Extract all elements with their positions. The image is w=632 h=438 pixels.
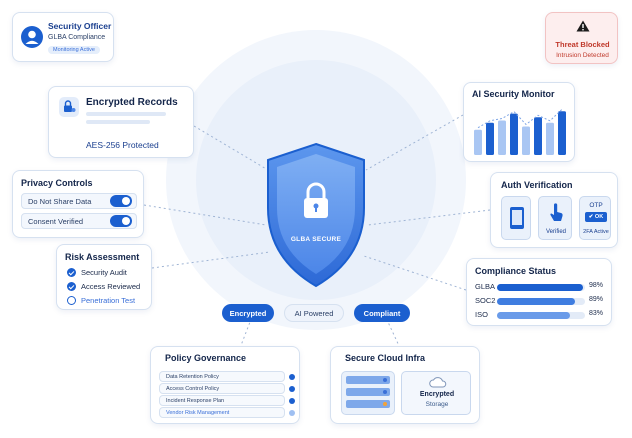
security-officer-card: Security Officer GLBA Compliance Monitor…	[12, 12, 114, 62]
pending-circle-icon	[67, 296, 76, 305]
secure-cloud-infra-card: Secure Cloud Infra Encrypted Storage	[330, 346, 480, 424]
officer-name: Security Officer	[48, 21, 112, 31]
ai-security-monitor-card: AI Security Monitor	[463, 82, 575, 162]
compliance-row-percent: 98%	[589, 282, 604, 289]
twofa-label: 2FA Active	[583, 229, 609, 235]
encrypted-records-title: Encrypted Records	[86, 97, 178, 108]
otp-label: OTP	[589, 202, 603, 209]
do-not-share-toggle[interactable]	[110, 195, 132, 207]
privacy-row: Consent Verified	[21, 213, 137, 229]
server-rack-icon	[346, 376, 390, 408]
policy-row: Access Control Policy	[159, 383, 285, 394]
shield-icon	[267, 142, 365, 288]
threat-title: Threat Blocked	[555, 40, 610, 49]
warning-icon	[576, 20, 590, 32]
server-rack-box	[341, 371, 395, 415]
activity-bar	[498, 120, 506, 155]
compliance-row-name: GLBA	[475, 282, 496, 291]
trend-line	[477, 108, 563, 129]
placeholder-line	[86, 120, 150, 124]
officer-role: GLBA Compliance	[48, 34, 106, 41]
activity-bar	[522, 126, 530, 155]
compliance-row-percent: 89%	[589, 296, 604, 303]
activity-bar	[474, 129, 482, 155]
storage-title: Encrypted	[419, 391, 455, 398]
policy-item-label: Access Control Policy	[166, 385, 220, 392]
cloud-icon	[429, 377, 447, 388]
lock-key-icon	[59, 97, 79, 117]
activity-bar	[534, 117, 542, 155]
policy-title: Policy Governance	[165, 353, 247, 363]
risk-item: Penetration Test	[81, 296, 136, 305]
ai-monitor-title: AI Security Monitor	[472, 89, 555, 99]
encrypted-storage-box: Encrypted Storage	[401, 371, 471, 415]
activity-bar	[510, 113, 518, 155]
privacy-title: Privacy Controls	[21, 178, 93, 188]
shield-label: GLBA SECURE	[290, 236, 342, 243]
ai-powered-pill: AI Powered	[284, 304, 344, 322]
risk-item: Security Audit	[81, 268, 127, 277]
threat-blocked-card: Threat Blocked Intrusion Detected	[545, 12, 618, 64]
compliance-row-name: ISO	[475, 310, 488, 319]
privacy-row: Do Not Share Data	[21, 193, 137, 209]
otp-box: OTP ✔ OK 2FA Active	[579, 196, 611, 240]
phone-icon	[510, 207, 524, 229]
compliance-bar-track	[497, 283, 585, 291]
compliance-bar-track	[497, 311, 585, 319]
policy-row: Data Retention Policy	[159, 371, 285, 382]
compliance-bar-track	[497, 297, 585, 305]
risk-item: Access Reviewed	[81, 282, 141, 291]
status-dot	[289, 409, 295, 416]
verified-box: Verified	[538, 196, 572, 240]
cloud-title: Secure Cloud Infra	[345, 353, 426, 363]
activity-bar	[558, 111, 566, 155]
privacy-controls-card: Privacy Controls Do Not Share Data Conse…	[12, 170, 144, 238]
compliance-row-percent: 83%	[589, 310, 604, 317]
policy-item-label: Incident Response Plan	[166, 397, 225, 404]
privacy-item-label: Do Not Share Data	[28, 196, 92, 206]
status-dot	[289, 397, 295, 404]
status-dot	[289, 373, 295, 380]
mobile-device-box	[501, 196, 531, 240]
placeholder-line	[86, 112, 166, 116]
threat-subtitle: Intrusion Detected	[556, 52, 609, 59]
encrypted-pill: Encrypted	[222, 304, 274, 322]
policy-row: Vendor Risk Management	[159, 407, 285, 418]
encrypted-records-card: Encrypted Records AES-256 Protected	[48, 86, 194, 158]
activity-bar	[546, 122, 554, 155]
compliant-pill: Compliant	[354, 304, 410, 322]
compliance-row-name: SOC2	[475, 296, 496, 305]
consent-toggle[interactable]	[110, 215, 132, 227]
policy-row: Incident Response Plan	[159, 395, 285, 406]
compliance-status-card: Compliance Status GLBA 98% SOC2 89% ISO 83%	[466, 258, 612, 326]
check-icon	[67, 282, 76, 291]
activity-bar	[486, 122, 494, 155]
otp-ok-badge: ✔ OK	[585, 212, 607, 222]
pointer-hand-icon	[550, 203, 563, 221]
compliance-title: Compliance Status	[475, 266, 557, 276]
auth-verification-card: Auth Verification Verified OTP ✔ OK 2FA …	[490, 172, 618, 248]
policy-governance-card: Policy Governance Data Retention Policy …	[150, 346, 300, 424]
policy-item-label: Data Retention Policy	[166, 373, 219, 380]
risk-title: Risk Assessment	[65, 252, 140, 262]
aes-caption: AES-256 Protected	[86, 140, 159, 150]
privacy-item-label: Consent Verified	[28, 216, 84, 226]
activity-bar-chart	[474, 108, 566, 155]
policy-item-label: Vendor Risk Management	[166, 409, 230, 416]
risk-assessment-card: Risk Assessment Security Audit Access Re…	[56, 244, 152, 310]
user-avatar-icon	[21, 26, 43, 48]
verified-label: Verified	[545, 229, 566, 235]
status-dot	[289, 385, 295, 392]
compliance-bar-fill	[497, 297, 576, 305]
compliance-bar-fill	[497, 283, 584, 291]
monitoring-badge: Monitoring Active	[48, 46, 100, 54]
auth-title: Auth Verification	[501, 180, 573, 190]
storage-subtitle: Storage	[425, 401, 449, 408]
compliance-bar-fill	[497, 311, 571, 319]
check-icon	[67, 268, 76, 277]
